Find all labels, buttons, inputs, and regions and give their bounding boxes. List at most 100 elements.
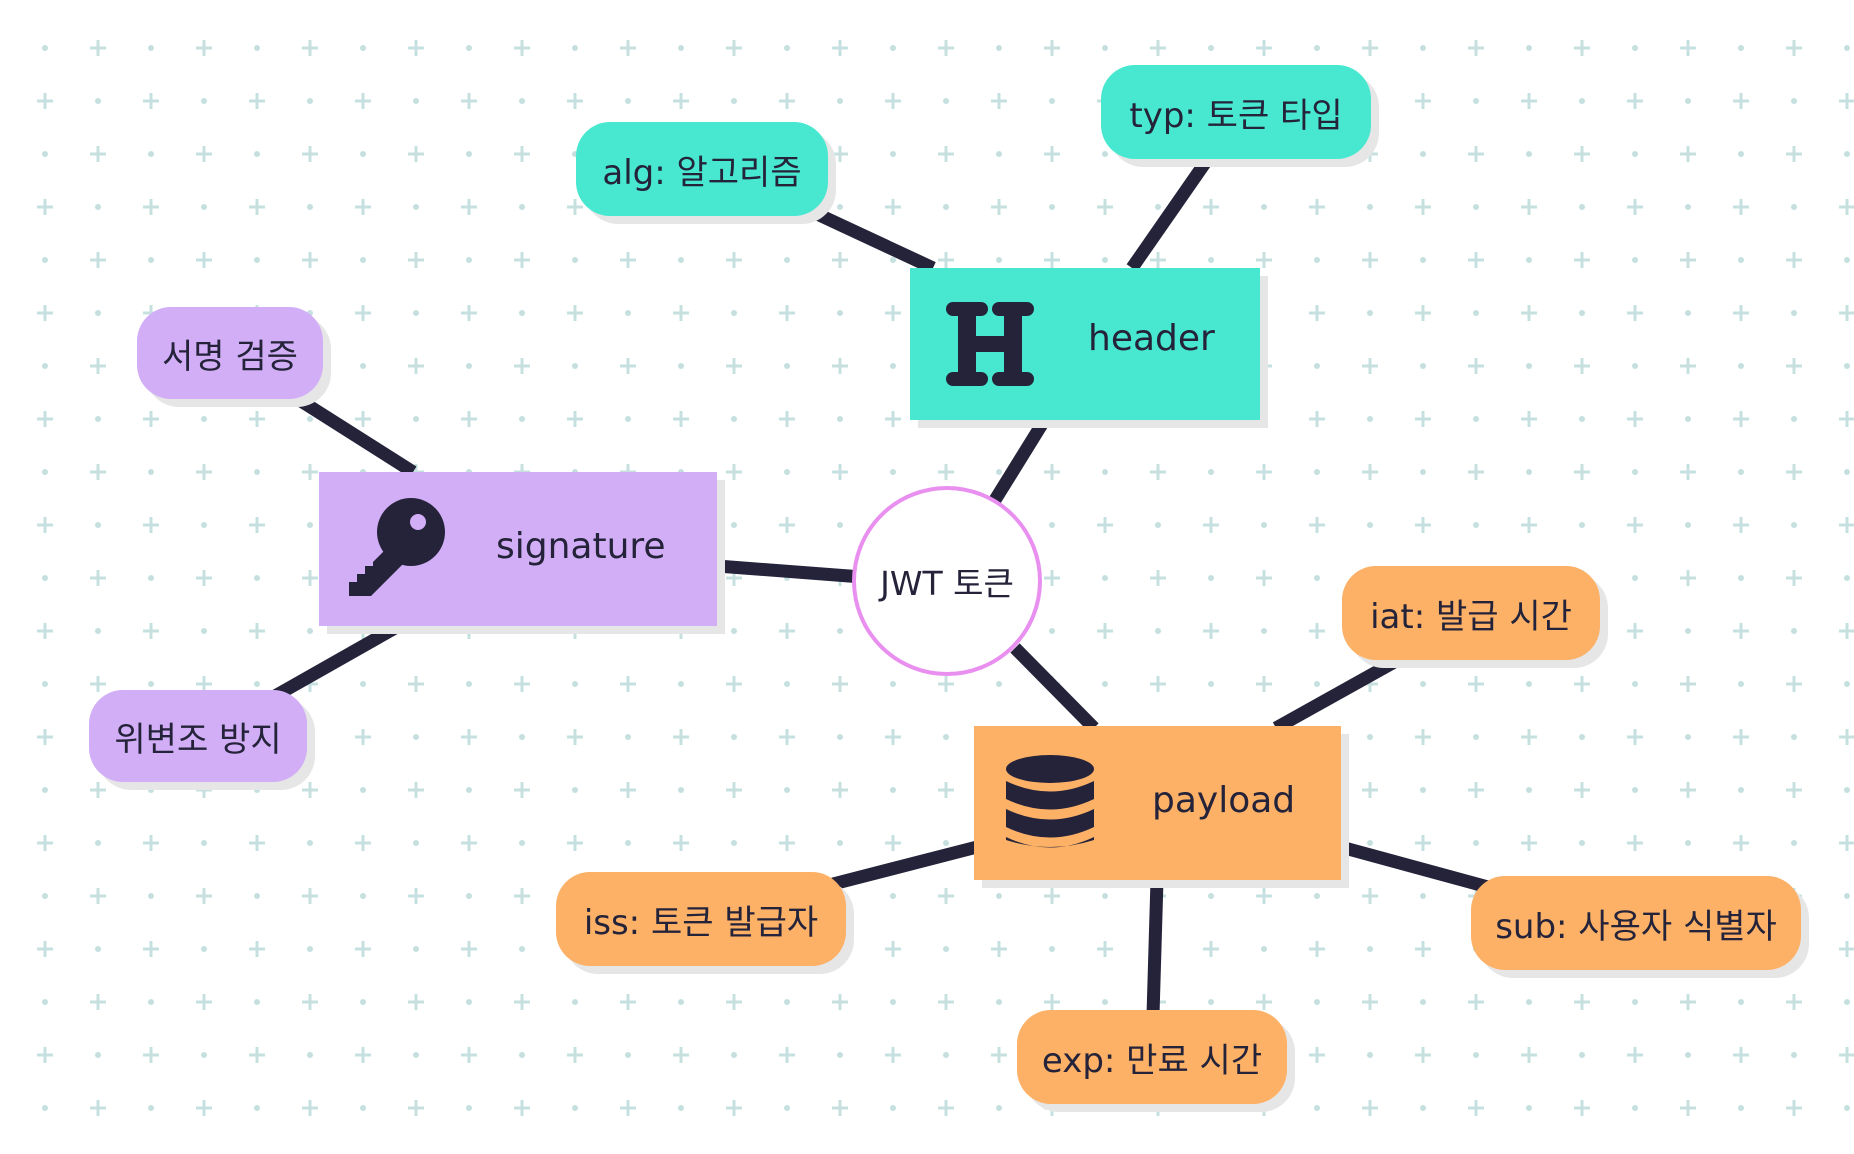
- grid-plus: [673, 835, 689, 851]
- grid-plus: [832, 994, 848, 1010]
- grid-dot: [95, 946, 101, 952]
- grid-plus: [408, 676, 424, 692]
- grid-plus: [1362, 146, 1378, 162]
- grid-dot: [625, 310, 631, 316]
- grid-plus: [885, 411, 901, 427]
- payload-node[interactable]: payload: [974, 726, 1341, 880]
- grid-plus: [620, 676, 636, 692]
- payload-child-iat[interactable]: iat: 발급 시간: [1342, 566, 1600, 660]
- grid-plus: [1309, 411, 1325, 427]
- center-node[interactable]: JWT 토큰: [852, 486, 1042, 676]
- grid-dot: [42, 999, 48, 1005]
- grid-plus: [1786, 358, 1802, 374]
- grid-plus: [567, 835, 583, 851]
- grid-plus: [726, 782, 742, 798]
- grid-plus: [1786, 464, 1802, 480]
- grid-plus: [938, 888, 954, 904]
- grid-dot: [1632, 787, 1638, 793]
- grid-plus: [1680, 40, 1696, 56]
- grid-dot: [890, 999, 896, 1005]
- grid-dot: [1420, 787, 1426, 793]
- payload-child-exp[interactable]: exp: 만료 시간: [1017, 1010, 1287, 1104]
- grid-dot: [1208, 45, 1214, 51]
- grid-plus: [514, 358, 530, 374]
- signature-child-verify[interactable]: 서명 검증: [137, 307, 323, 399]
- grid-plus: [1786, 676, 1802, 692]
- grid-dot: [1791, 204, 1797, 210]
- grid-dot: [519, 310, 525, 316]
- grid-plus: [461, 1047, 477, 1063]
- grid-dot: [837, 628, 843, 634]
- grid-plus: [1733, 729, 1749, 745]
- payload-child-iss[interactable]: iss: 토큰 발급자: [556, 872, 846, 966]
- grid-dot: [1632, 999, 1638, 1005]
- grid-plus: [1256, 1100, 1272, 1116]
- grid-dot: [784, 363, 790, 369]
- header-node[interactable]: header: [910, 268, 1260, 420]
- grid-plus: [1309, 517, 1325, 533]
- grid-dot: [95, 310, 101, 316]
- grid-plus: [1733, 199, 1749, 215]
- grid-dot: [1208, 257, 1214, 263]
- grid-dot: [254, 469, 260, 475]
- grid-dot: [1632, 363, 1638, 369]
- grid-dot: [943, 98, 949, 104]
- header-child-typ[interactable]: typ: 토큰 타입: [1101, 65, 1371, 159]
- grid-plus: [885, 1047, 901, 1063]
- grid-dot: [1314, 681, 1320, 687]
- grid-dot: [1314, 1105, 1320, 1111]
- grid-dot: [1579, 310, 1585, 316]
- grid-dot: [1155, 522, 1161, 528]
- grid-dot: [1579, 416, 1585, 422]
- signature-child-tamper[interactable]: 위변조 방지: [89, 690, 307, 782]
- edge-center-payload: [1010, 643, 1099, 733]
- grid-dot: [1844, 893, 1850, 899]
- grid-dot: [1526, 363, 1532, 369]
- grid-plus: [408, 40, 424, 56]
- grid-plus: [1468, 358, 1484, 374]
- grid-plus: [37, 1047, 53, 1063]
- grid-plus: [249, 199, 265, 215]
- grid-plus: [1415, 305, 1431, 321]
- grid-dot: [42, 1105, 48, 1111]
- database-icon: [1004, 754, 1096, 854]
- grid-dot: [413, 628, 419, 634]
- grid-dot: [837, 416, 843, 422]
- grid-plus: [1839, 93, 1854, 109]
- grid-dot: [1526, 681, 1532, 687]
- grid-dot: [201, 628, 207, 634]
- grid-plus: [302, 464, 318, 480]
- grid-plus: [1627, 1047, 1643, 1063]
- grid-dot: [1844, 1105, 1850, 1111]
- grid-plus: [1415, 199, 1431, 215]
- grid-plus: [408, 252, 424, 268]
- grid-plus: [1256, 994, 1272, 1010]
- grid-plus: [1680, 676, 1696, 692]
- grid-dot: [1367, 840, 1373, 846]
- grid-dot: [1844, 681, 1850, 687]
- grid-dot: [996, 151, 1002, 157]
- grid-dot: [1208, 575, 1214, 581]
- grid-dot: [148, 469, 154, 475]
- grid-plus: [514, 994, 530, 1010]
- grid-plus: [1627, 729, 1643, 745]
- grid-dot: [1526, 999, 1532, 1005]
- signature-node[interactable]: signature: [319, 472, 717, 626]
- grid-plus: [885, 729, 901, 745]
- payload-child-sub[interactable]: sub: 사용자 식별자: [1471, 876, 1801, 970]
- grid-dot: [1314, 257, 1320, 263]
- grid-dot: [784, 787, 790, 793]
- grid-dot: [466, 257, 472, 263]
- grid-dot: [1526, 1105, 1532, 1111]
- grid-plus: [1574, 994, 1590, 1010]
- grid-plus: [885, 941, 901, 957]
- grid-dot: [1420, 1105, 1426, 1111]
- header-child-alg[interactable]: alg: 알고리즘: [576, 122, 828, 216]
- grid-plus: [673, 1047, 689, 1063]
- grid-dot: [1579, 98, 1585, 104]
- payload-label: payload: [1152, 780, 1296, 821]
- grid-plus: [1786, 40, 1802, 56]
- grid-dot: [1314, 893, 1320, 899]
- grid-plus: [1309, 199, 1325, 215]
